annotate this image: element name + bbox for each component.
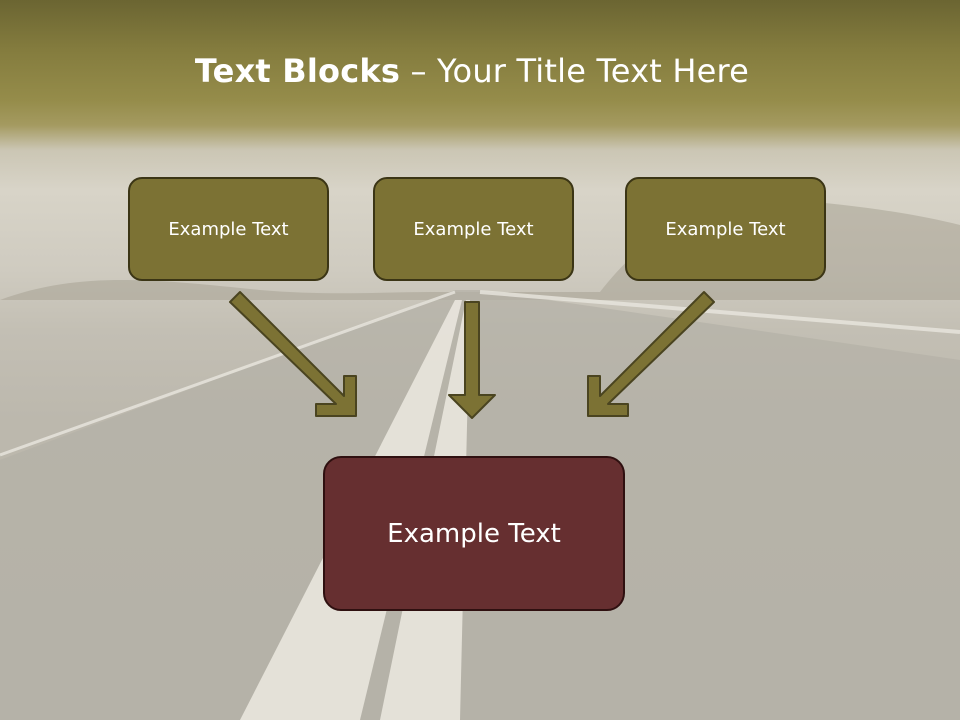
text-block-3[interactable]: Example Text: [625, 177, 826, 281]
arrow-right-icon: [587, 291, 715, 417]
arrow-down-icon: [448, 301, 496, 419]
text-block-1-label: Example Text: [168, 218, 289, 240]
main-text-block[interactable]: Example Text: [323, 456, 625, 611]
road-edge-right: [479, 290, 960, 334]
title-bold-part: Text Blocks: [194, 52, 401, 90]
text-block-1[interactable]: Example Text: [128, 177, 329, 281]
arrow-left-icon: [229, 291, 357, 417]
slide-title: Text Blocks – Your Title Text Here: [0, 52, 944, 90]
text-block-3-label: Example Text: [665, 218, 786, 240]
text-block-2[interactable]: Example Text: [373, 177, 574, 281]
main-text-block-label: Example Text: [387, 518, 561, 549]
text-block-2-label: Example Text: [413, 218, 534, 240]
road-edge-left: [0, 290, 456, 457]
title-rest-part: – Your Title Text Here: [400, 52, 750, 90]
